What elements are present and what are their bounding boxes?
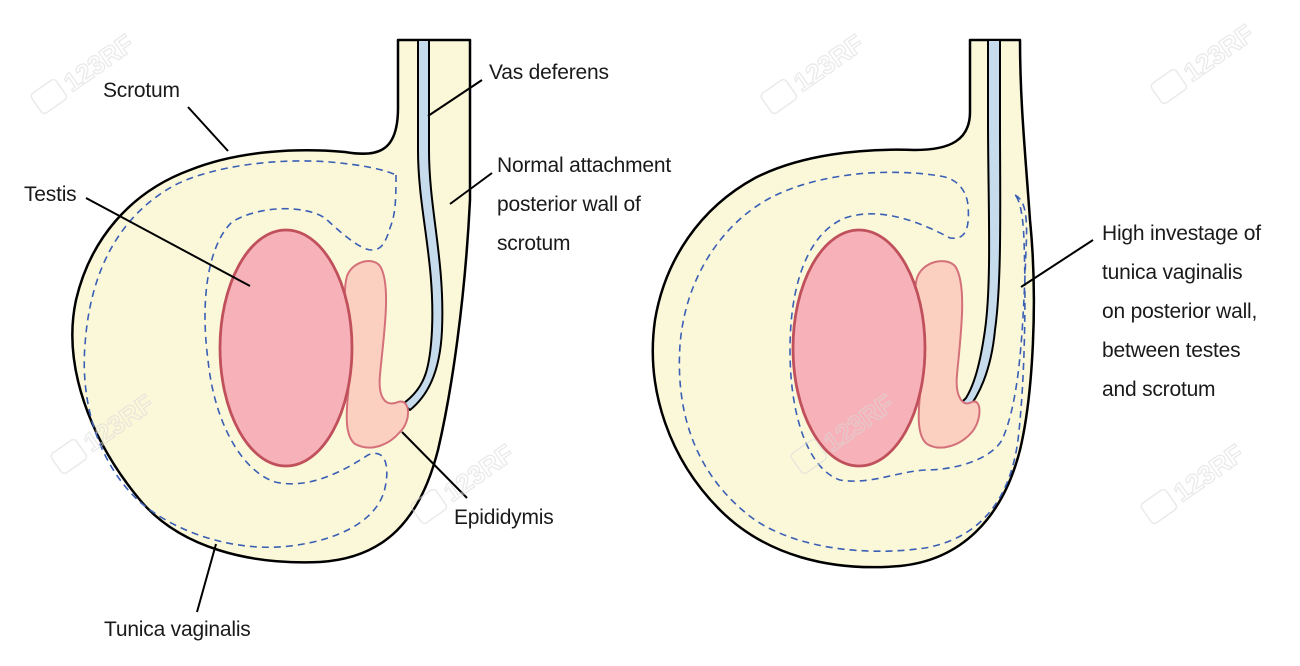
label-tunica-vaginalis: Tunica vaginalis <box>104 618 251 641</box>
left-vas-deferens <box>402 39 444 411</box>
label-scrotum: Scrotum <box>103 79 180 102</box>
leader-testis <box>85 197 251 287</box>
label-testis: Testis <box>24 183 76 206</box>
watermark-text: 123RF <box>788 28 869 97</box>
leader-high-investage <box>1020 239 1094 288</box>
leader-epididymis <box>401 431 468 499</box>
watermark-3: 123RF <box>1150 18 1260 105</box>
label-normal-attachment-line-1: Normal attachment <box>497 154 671 177</box>
label-high-investage-line-1: High investage of <box>1102 222 1261 245</box>
watermark-logo-icon <box>50 438 88 475</box>
right-testis-shape <box>791 228 927 468</box>
label-vas-deferens: Vas deferens <box>489 61 609 84</box>
watermark-logo-icon <box>410 488 448 525</box>
label-high-investage-line-5: and scrotum <box>1102 378 1215 401</box>
leader-tunica-vaginalis <box>196 543 217 613</box>
watermark-text: 123RF <box>438 438 519 507</box>
watermark-logo-icon <box>1150 68 1188 105</box>
watermark-1: 123RF <box>30 28 140 115</box>
label-normal-attachment-line-2: posterior wall of <box>497 193 641 216</box>
watermark-7: 123RF <box>1140 438 1250 525</box>
label-high-investage-line-2: tunica vaginalis <box>1102 261 1242 284</box>
leader-normal-attachment <box>449 172 493 205</box>
label-epididymis: Epididymis <box>454 506 554 529</box>
leader-scrotum <box>187 106 229 152</box>
label-high-investage-line-4: between testes <box>1102 339 1240 362</box>
right-tunica-vaginalis-line <box>678 171 1028 552</box>
right-panel-bell-clapper: High investage of tunica vaginalis on po… <box>651 38 1261 569</box>
watermark-text: 123RF <box>1168 438 1249 507</box>
watermark-2: 123RF <box>760 28 870 115</box>
left-panel-normal-anatomy: Scrotum Testis Vas deferens Normal attac… <box>24 38 672 641</box>
watermark-logo-icon <box>30 78 68 115</box>
label-normal-attachment-line-3: scrotum <box>497 232 570 255</box>
watermark-text: 123RF <box>1178 18 1259 87</box>
watermark-logo-icon <box>790 438 828 475</box>
left-tunica-vaginalis-line <box>83 160 397 549</box>
watermark-logo-icon <box>760 78 798 115</box>
watermark-logo-icon <box>1140 488 1178 525</box>
leader-vas-deferens <box>427 79 483 117</box>
label-high-investage-line-3: on posterior wall, <box>1102 300 1257 323</box>
left-testis-shape <box>218 228 354 468</box>
